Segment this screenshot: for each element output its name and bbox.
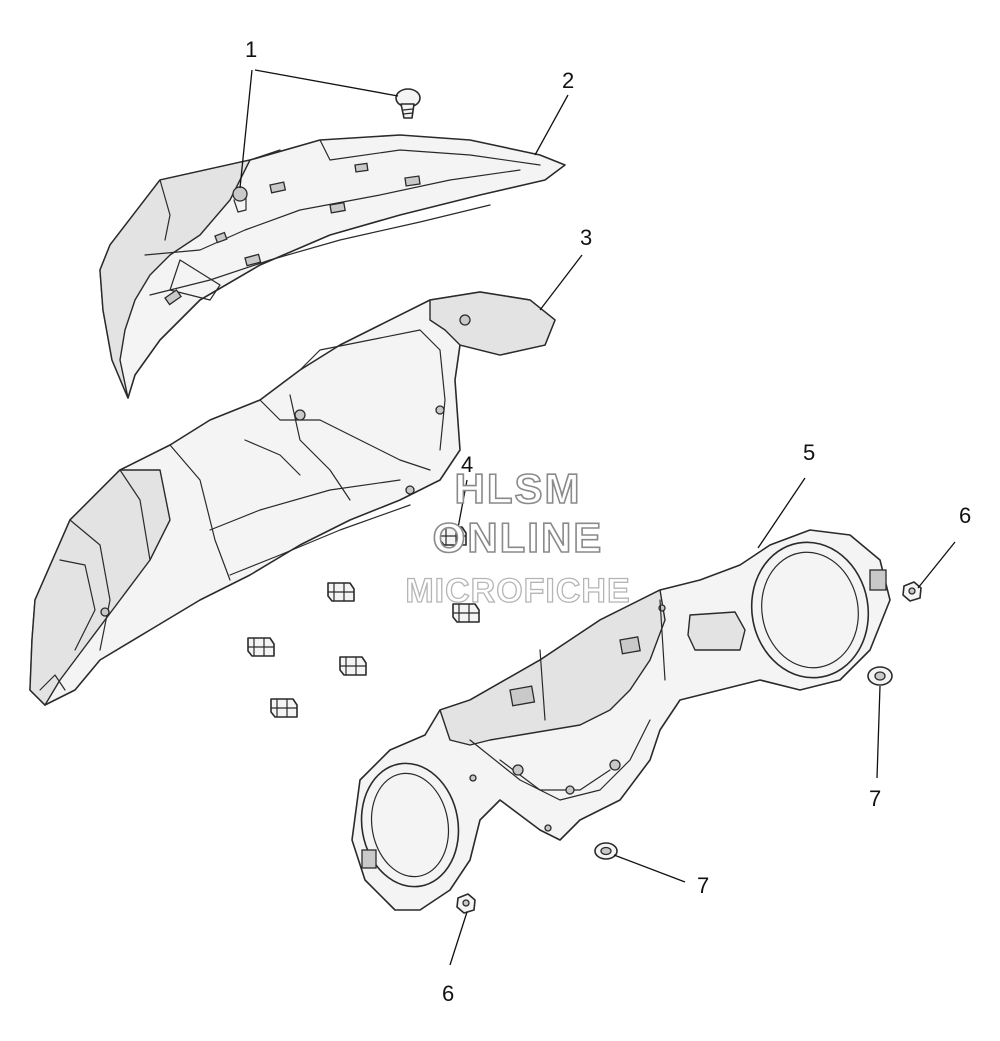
leader-1b [239, 69, 253, 189]
leader-5 [757, 477, 806, 549]
watermark: HLSM ONLINE MICROFICHE [405, 464, 631, 610]
watermark-line-2: ONLINE [433, 514, 604, 561]
callout-6-lower: 6 [442, 981, 454, 1006]
watermark-line-3: MICROFICHE [405, 572, 630, 610]
watermark-line-1: HLSM [455, 465, 582, 512]
part-2-top-cover [99, 134, 566, 399]
leader-6a [917, 541, 956, 589]
callout-2: 2 [562, 68, 574, 93]
callout-6-upper: 6 [959, 503, 971, 528]
leader-4 [457, 479, 468, 529]
leader-6b [449, 911, 468, 966]
part-3-support-frame [29, 291, 556, 706]
callout-7-right: 7 [869, 786, 881, 811]
leader-1a [254, 69, 399, 97]
leader-lines [239, 69, 956, 966]
callout-3: 3 [580, 225, 592, 250]
part-4-clips [247, 526, 480, 718]
part-7-grommets [594, 666, 893, 860]
callout-7-lower: 7 [697, 873, 709, 898]
callout-4: 4 [461, 452, 473, 477]
callout-labels: 1 2 3 4 5 6 7 7 6 [245, 37, 971, 1006]
callout-1: 1 [245, 37, 257, 62]
leader-7a [876, 685, 881, 779]
leader-7b [613, 854, 686, 883]
leader-2 [534, 94, 569, 156]
part-6-nuts [456, 581, 922, 914]
part-1-screw [395, 88, 421, 119]
part-5-gauge-housing [351, 529, 891, 911]
leader-3 [539, 254, 583, 311]
callout-5: 5 [803, 440, 815, 465]
